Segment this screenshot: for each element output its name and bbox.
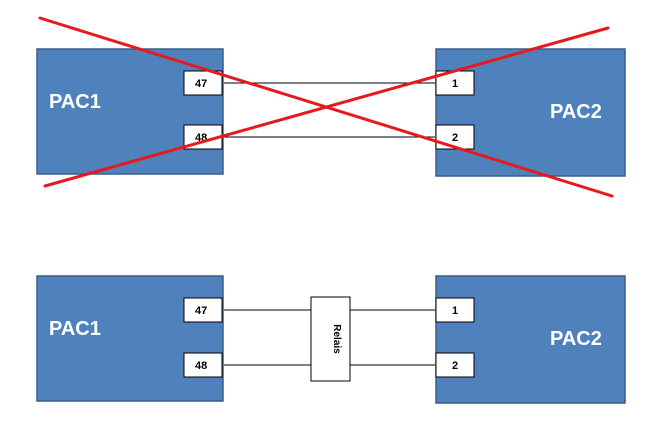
pac2-pin-2 xyxy=(435,124,475,150)
pac2-box xyxy=(435,275,626,404)
pin-label: 47 xyxy=(195,305,207,317)
pin-label: 1 xyxy=(452,78,458,90)
relay-connection-diagram: PAC1 47 48 Relais PAC2 1 2 xyxy=(36,275,626,404)
pac2-box xyxy=(435,48,626,177)
pin-label: 47 xyxy=(195,78,207,90)
pin-label: 2 xyxy=(452,132,458,144)
direct-connection-diagram: PAC1 47 48 PAC2 1 2 xyxy=(36,16,626,198)
pac1-pin-47 xyxy=(183,70,223,96)
pac2-label: PAC2 xyxy=(550,328,602,350)
pin-label: 2 xyxy=(452,360,458,372)
pac1-label: PAC1 xyxy=(49,91,101,113)
pac1-box xyxy=(36,275,224,402)
cross-out-line-2 xyxy=(43,26,610,188)
pin-label: 48 xyxy=(195,360,207,372)
pac2-label: PAC2 xyxy=(550,101,602,123)
pac1-pin-47 xyxy=(183,297,223,323)
pin-label: 1 xyxy=(452,305,458,317)
pac2-pin-2 xyxy=(435,352,475,378)
pac1-label: PAC1 xyxy=(49,318,101,340)
pac2-pin-1 xyxy=(435,297,475,323)
relay-label: Relais xyxy=(331,324,342,354)
pac1-pin-48 xyxy=(183,352,223,378)
pac1-box xyxy=(36,48,224,175)
relay-box xyxy=(310,296,351,382)
